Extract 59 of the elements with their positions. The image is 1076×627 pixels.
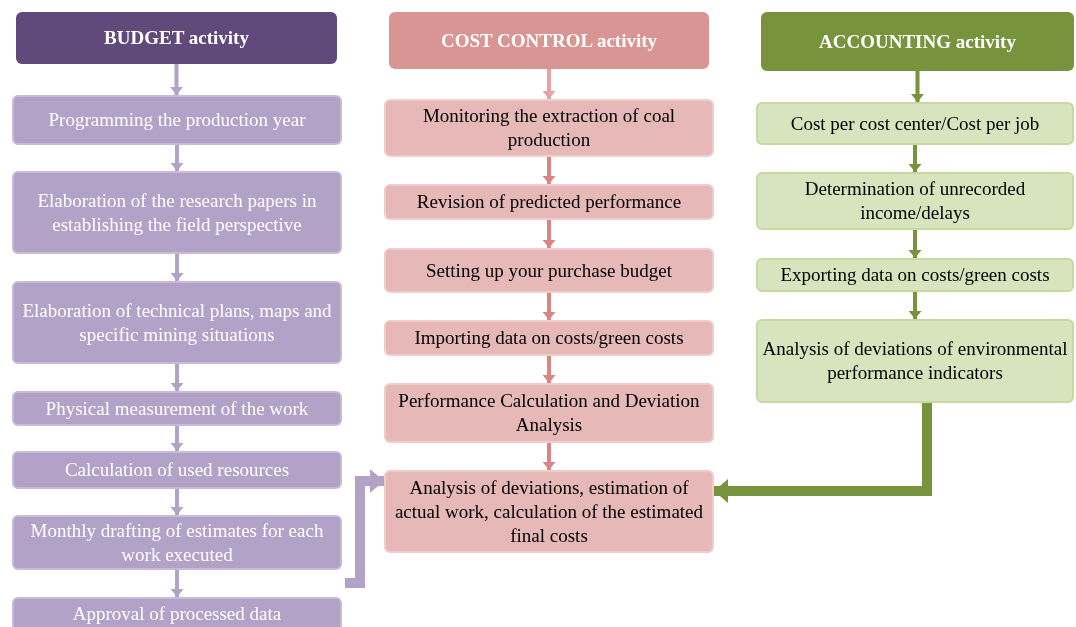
step-box bbox=[12, 391, 342, 426]
step-text: Revision of predicted performance bbox=[415, 190, 683, 214]
step-box bbox=[756, 172, 1074, 230]
step-box bbox=[12, 95, 342, 145]
step-box bbox=[384, 184, 714, 220]
step-text: Monthly drafting of estimates for each work executed bbox=[29, 518, 325, 567]
step-text: Cost per cost center/Cost per job bbox=[789, 111, 1041, 136]
arrow bbox=[908, 230, 922, 258]
step-text: ACCOUNTING activity bbox=[818, 29, 1017, 54]
column-header bbox=[389, 12, 709, 69]
arrow bbox=[170, 64, 183, 95]
step-box bbox=[384, 470, 714, 553]
arrow bbox=[170, 570, 184, 597]
step-box bbox=[12, 597, 342, 627]
step-box bbox=[12, 281, 342, 364]
step-text: Determination of unrecorded income/delays bbox=[803, 177, 1027, 225]
arrow bbox=[542, 157, 556, 184]
step-text: Physical measurement of the work bbox=[44, 396, 310, 421]
step-box bbox=[756, 102, 1074, 145]
arrow bbox=[542, 220, 556, 248]
step-box bbox=[12, 171, 342, 254]
arrow bbox=[908, 292, 922, 319]
arrow bbox=[911, 71, 924, 102]
column-header bbox=[16, 12, 337, 64]
step-text: Approval of processed data bbox=[71, 602, 283, 626]
step-box bbox=[384, 248, 714, 293]
arrow bbox=[170, 426, 184, 451]
arrow bbox=[170, 145, 184, 171]
step-box bbox=[12, 451, 342, 489]
step-text: Programming the production year bbox=[47, 108, 307, 132]
step-text: Setting up your purchase budget bbox=[425, 258, 673, 283]
step-box bbox=[384, 383, 714, 443]
arrow bbox=[542, 356, 556, 383]
step-text: COST CONTROL activity bbox=[439, 28, 659, 53]
step-text: BUDGET activity bbox=[103, 26, 250, 50]
step-box bbox=[756, 258, 1074, 292]
step-box bbox=[756, 319, 1074, 403]
step-text: Calculation of used resources bbox=[63, 458, 291, 482]
step-box bbox=[12, 515, 342, 570]
arrow bbox=[170, 254, 184, 281]
step-box bbox=[384, 99, 714, 157]
step-text: Analysis of deviations, estimation of actual work, calculation of the estimated final costs bbox=[393, 475, 705, 548]
arrow bbox=[714, 403, 932, 503]
arrow bbox=[345, 469, 384, 588]
step-box bbox=[384, 320, 714, 356]
step-text: Monitoring the extraction of coal production bbox=[421, 104, 677, 152]
arrow bbox=[542, 69, 556, 99]
step-text: Elaboration of technical plans, maps and specific mining situations bbox=[21, 298, 333, 347]
arrow bbox=[542, 443, 556, 470]
arrow bbox=[542, 293, 556, 320]
arrow bbox=[170, 364, 184, 391]
step-text: Analysis of deviations of environmental performance indicators bbox=[761, 337, 1069, 385]
arrow bbox=[908, 145, 922, 172]
step-text: Performance Calculation and Deviation Analysis bbox=[397, 389, 701, 437]
step-text: Exporting data on costs/green costs bbox=[779, 263, 1051, 287]
column-header bbox=[761, 12, 1074, 71]
arrow bbox=[170, 489, 184, 515]
step-text: Elaboration of the research papers in establishing the field perspective bbox=[36, 188, 318, 237]
step-text: Importing data on costs/green costs bbox=[413, 326, 685, 350]
